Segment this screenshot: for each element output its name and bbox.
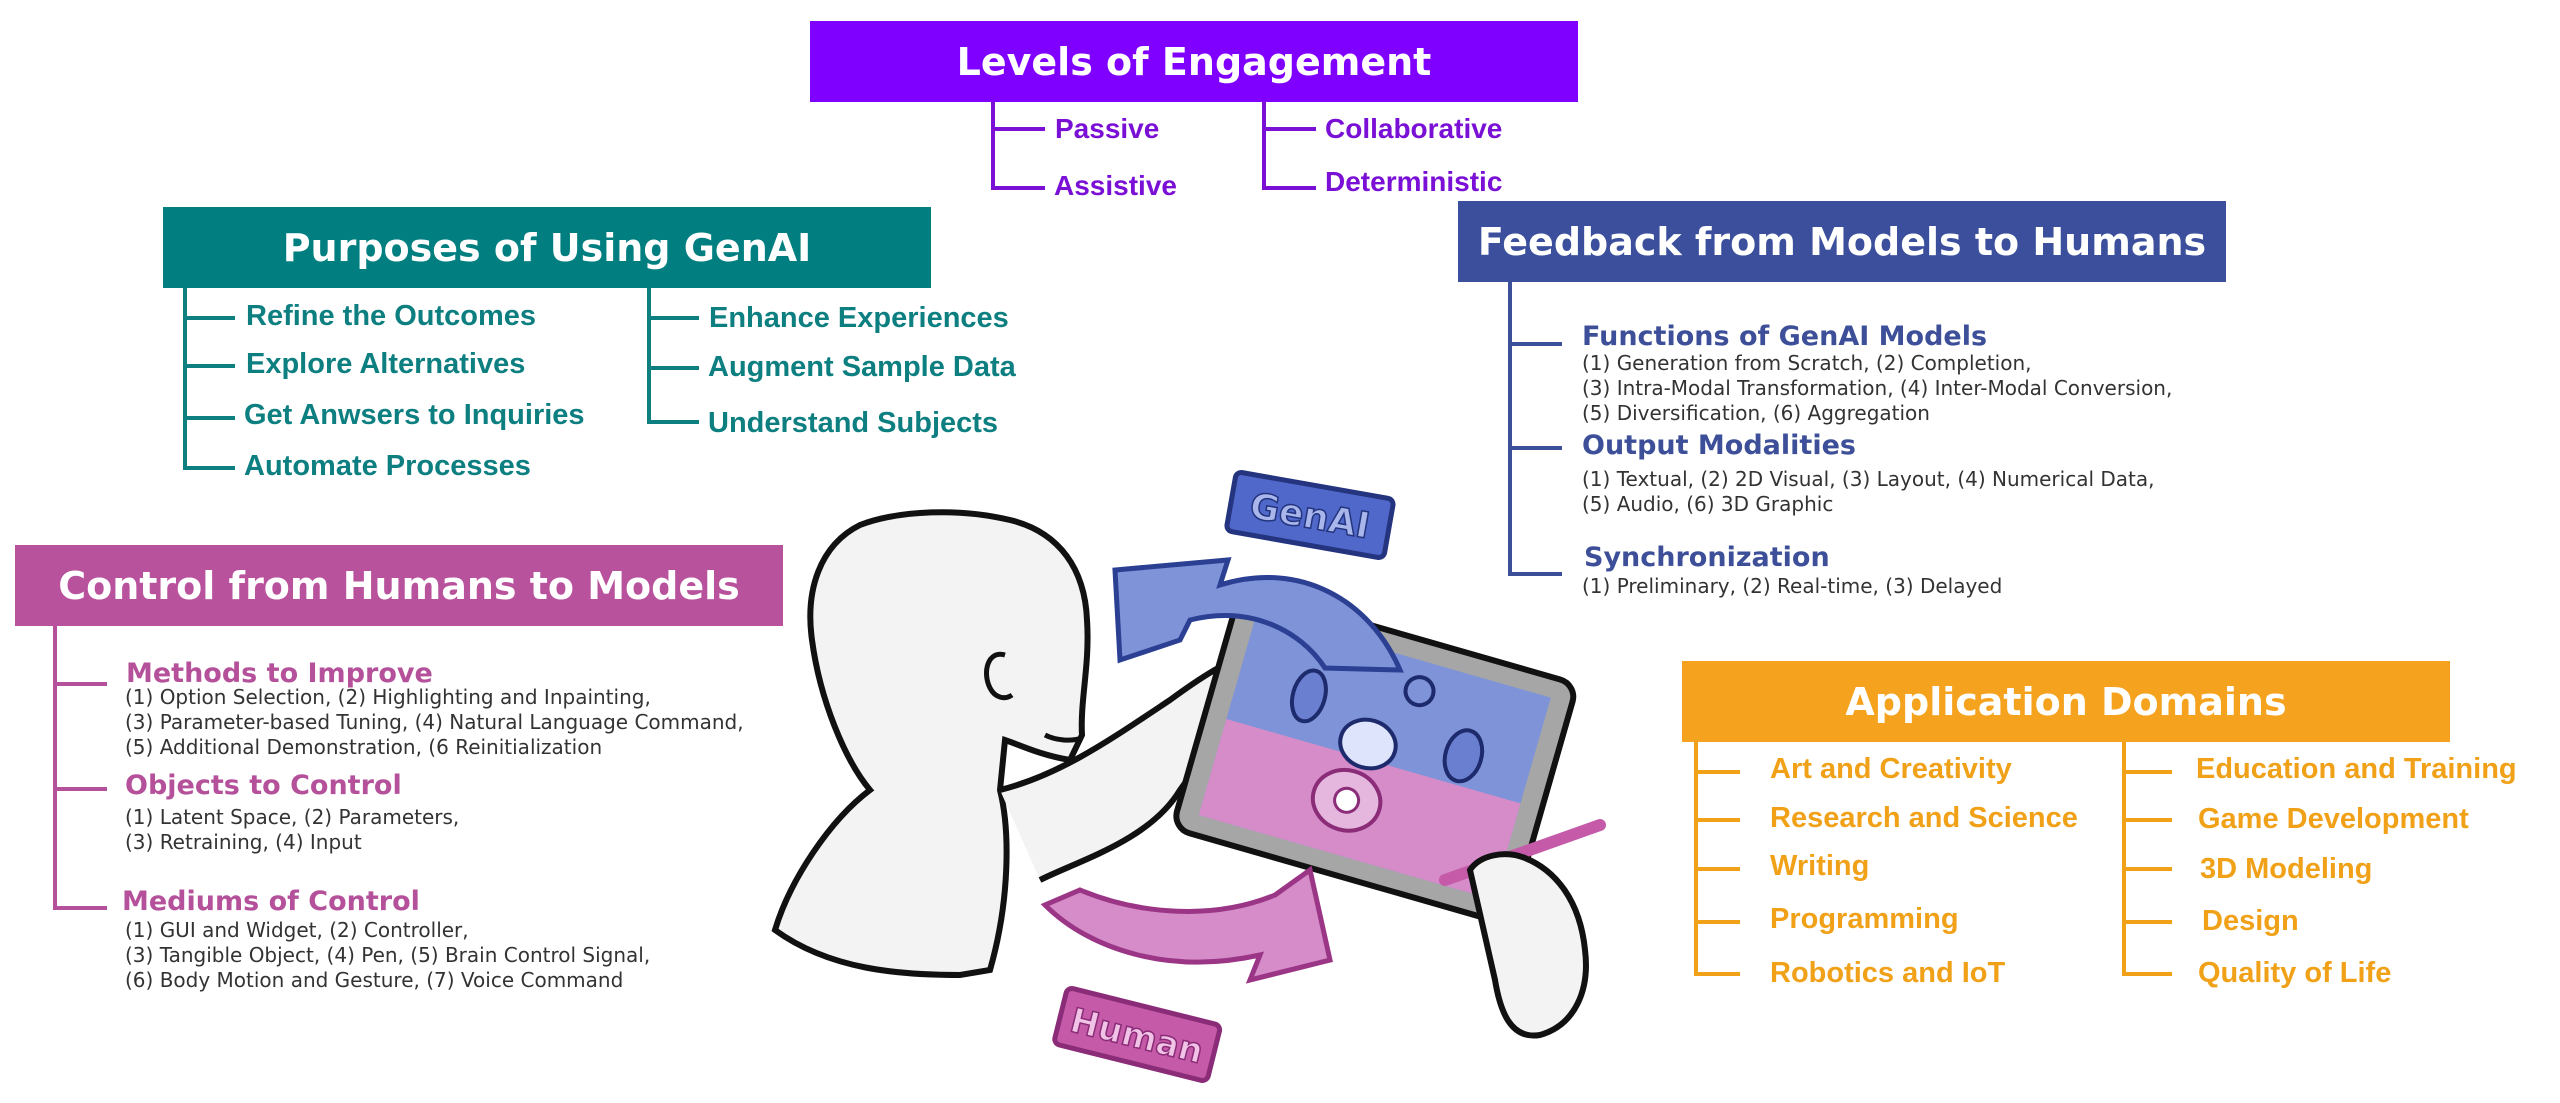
purposes-title-box: Purposes of Using GenAI (163, 207, 931, 288)
genai-tag-label: GenAI (1247, 486, 1373, 547)
feedback-branch-line (1508, 282, 1512, 576)
purpose-item: Automate Processes (244, 450, 531, 482)
domains-branch-line (2122, 972, 2172, 976)
tablet-device (1173, 589, 1577, 924)
engagement-title: Levels of Engagement (956, 39, 1432, 84)
purposes-branch-line (647, 288, 651, 424)
control-branch-line (53, 682, 107, 686)
engagement-branch-line (991, 186, 1045, 190)
human-arrow-icon (1040, 865, 1333, 984)
human-tag (1052, 986, 1223, 1083)
stylus-icon (1439, 819, 1606, 886)
purpose-item: Understand Subjects (708, 407, 999, 439)
person-arm (999, 651, 1281, 883)
purposes-branch-line (183, 316, 235, 320)
engagement-item: Collaborative (1325, 113, 1503, 144)
purposes-branch-line (183, 466, 235, 470)
domain-item: Programming (1770, 903, 1959, 935)
domains-branch-line (1694, 818, 1740, 822)
domains-branch-line (1694, 770, 1740, 774)
engagement-branch-line (1262, 127, 1316, 131)
control-section-line: (6) Body Motion and Gesture, (7) Voice C… (125, 968, 624, 992)
domains-branch-line (1694, 867, 1740, 871)
control-section-line: (3) Retraining, (4) Input (125, 830, 362, 854)
feedback-section-line: (5) Diversification, (6) Aggregation (1582, 401, 1930, 425)
control-section-heading: Methods to Improve (126, 658, 433, 689)
feedback-section-line: (3) Intra-Modal Transformation, (4) Inte… (1582, 376, 2173, 400)
engagement-branch-line (991, 127, 1045, 131)
feedback-branch-line (1508, 446, 1562, 450)
genai-arrow-icon (1112, 557, 1404, 673)
control-title: Control from Humans to Models (58, 563, 740, 608)
domains-branch-line (2122, 818, 2172, 822)
genai-tag (1224, 470, 1396, 560)
engagement-item: Assistive (1054, 170, 1177, 201)
purpose-item: Enhance Experiences (709, 302, 1009, 334)
domain-item: Research and Science (1770, 802, 2078, 834)
engagement-branch-line (991, 102, 995, 190)
purposes-branch-line (647, 366, 699, 370)
control-section-line: (1) Option Selection, (2) Highlighting a… (125, 685, 651, 709)
domain-item: Quality of Life (2198, 957, 2392, 989)
person-hand (1466, 851, 1589, 1039)
feedback-branch-line (1508, 342, 1562, 346)
domain-item: Education and Training (2196, 753, 2517, 785)
feedback-section-heading: Output Modalities (1582, 430, 1856, 461)
person-ear (984, 651, 1014, 701)
control-title-box: Control from Humans to Models (15, 545, 783, 626)
purposes-branch-line (647, 316, 699, 320)
feedback-section-line: (1) Preliminary, (2) Real-time, (3) Dela… (1582, 574, 2003, 598)
feedback-branch-line (1508, 572, 1562, 576)
person-chin (1043, 732, 1083, 743)
domain-item: Game Development (2198, 803, 2469, 835)
control-section-line: (1) GUI and Widget, (2) Controller, (125, 918, 469, 942)
control-section-line: (5) Additional Demonstration, (6 Reiniti… (125, 735, 603, 759)
control-section-line: (1) Latent Space, (2) Parameters, (125, 805, 460, 829)
control-section-line: (3) Tangible Object, (4) Pen, (5) Brain … (125, 943, 651, 967)
feedback-title: Feedback from Models to Humans (1477, 219, 2207, 264)
control-branch-line (53, 906, 107, 910)
domain-item: Robotics and IoT (1770, 957, 2006, 989)
domains-branch-line (1694, 920, 1740, 924)
feedback-section-line: (5) Audio, (6) 3D Graphic (1582, 492, 1834, 516)
feedback-title-box: Feedback from Models to Humans (1458, 201, 2226, 282)
feedback-section-line: (1) Generation from Scratch, (2) Complet… (1582, 351, 2032, 375)
purposes-branch-line (183, 288, 187, 470)
purpose-item: Augment Sample Data (708, 351, 1016, 383)
domains-branch-line (2122, 920, 2172, 924)
domains-branch-line (1694, 742, 1698, 976)
domain-item: Design (2202, 905, 2299, 937)
engagement-branch-line (1262, 186, 1316, 190)
engagement-branch-line (1262, 102, 1266, 190)
purpose-item: Refine the Outcomes (246, 300, 537, 332)
feedback-section-heading: Synchronization (1584, 542, 1830, 573)
person-figure (771, 509, 1091, 979)
domain-item: Writing (1770, 850, 1870, 882)
control-section-heading: Mediums of Control (122, 886, 420, 917)
domain-item: Art and Creativity (1770, 753, 2012, 785)
purposes-branch-line (183, 416, 235, 420)
engagement-item: Deterministic (1325, 166, 1503, 197)
purposes-title: Purposes of Using GenAI (282, 225, 812, 270)
domains-title: Application Domains (1845, 679, 2287, 724)
domains-title-box: Application Domains (1682, 661, 2450, 742)
control-section-line: (3) Parameter-based Tuning, (4) Natural … (125, 710, 744, 734)
purposes-branch-line (183, 364, 235, 368)
feedback-section-line: (1) Textual, (2) 2D Visual, (3) Layout, … (1582, 467, 2155, 491)
engagement-item: Passive (1055, 113, 1160, 144)
purpose-item: Explore Alternatives (246, 348, 526, 380)
engagement-title-box: Levels of Engagement (810, 21, 1578, 102)
purposes-branch-line (647, 420, 699, 424)
control-section-heading: Objects to Control (125, 770, 402, 801)
control-branch-line (53, 787, 107, 791)
human-tag-label: Human (1066, 1001, 1207, 1073)
purpose-item: Get Anwsers to Inquiries (244, 399, 585, 431)
feedback-section-heading: Functions of GenAI Models (1582, 321, 1988, 352)
domains-branch-line (1694, 972, 1740, 976)
control-branch-line (53, 626, 57, 910)
domains-branch-line (2122, 867, 2172, 871)
domains-branch-line (2122, 770, 2172, 774)
domains-branch-line (2122, 742, 2126, 976)
domain-item: 3D Modeling (2200, 853, 2373, 885)
